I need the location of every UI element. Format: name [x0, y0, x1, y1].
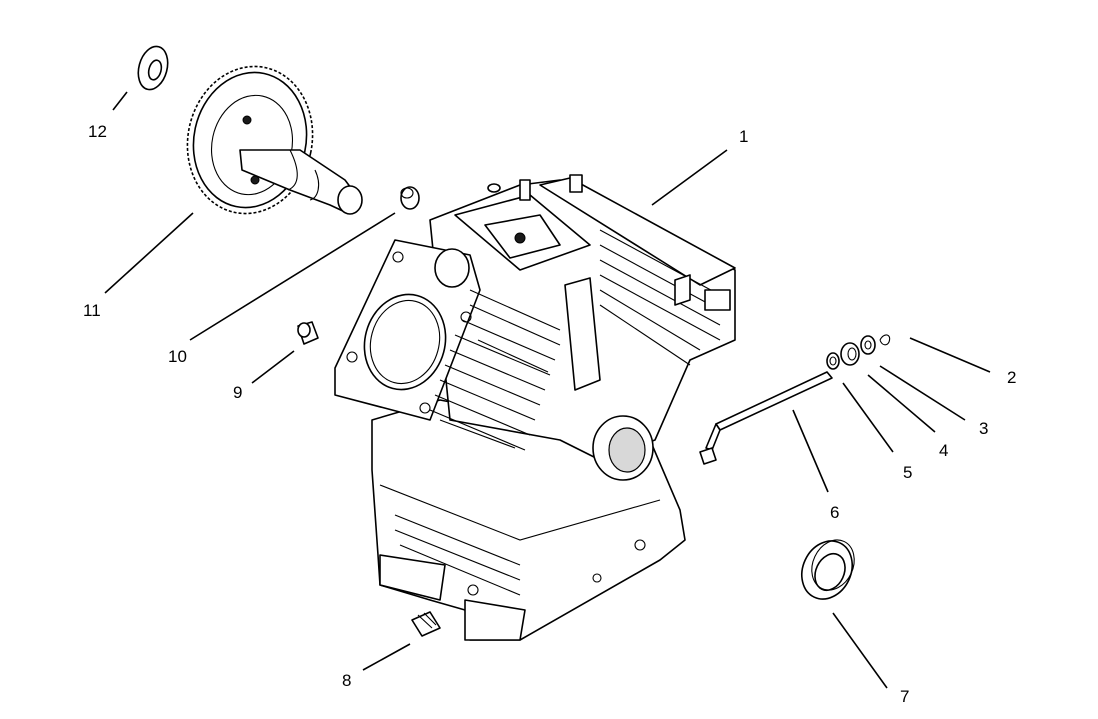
part-6-rod [699, 371, 833, 465]
callout-1: 1 [739, 127, 748, 146]
callout-4: 4 [939, 441, 948, 460]
callout-labels: 1 2 3 4 5 6 7 8 9 10 11 12 [83, 122, 1016, 706]
part-3-washer [860, 335, 876, 355]
leader-line-6 [792, 409, 829, 493]
part-8-drain-plug [411, 611, 441, 637]
part-2-clip [879, 334, 891, 346]
part-10-plug [400, 186, 420, 210]
part-5-washer [826, 352, 840, 370]
leader-line-4 [867, 374, 936, 433]
leader-line-10 [189, 212, 396, 341]
callout-8: 8 [342, 671, 351, 690]
callout-6: 6 [830, 503, 839, 522]
leader-lines [104, 91, 991, 689]
leader-line-9 [251, 350, 295, 384]
leader-line-5 [842, 382, 894, 453]
leader-line-3 [879, 365, 966, 421]
leader-line-2 [909, 337, 991, 373]
callout-5: 5 [903, 463, 912, 482]
part-7-oil-seal [801, 539, 855, 600]
leader-line-12 [112, 91, 128, 111]
leader-line-11 [104, 212, 194, 294]
part-11-camshaft-gear [186, 65, 363, 215]
callout-10: 10 [168, 347, 187, 366]
callout-3: 3 [979, 419, 988, 438]
part-4-bushing [840, 342, 860, 366]
callout-9: 9 [233, 383, 242, 402]
part-1-cylinder-block [334, 174, 736, 641]
callout-12: 12 [88, 122, 107, 141]
callout-11: 11 [83, 301, 101, 320]
leader-line-1 [651, 149, 728, 206]
part-12-washer [137, 45, 169, 91]
leader-line-8 [362, 643, 411, 671]
part-9-dowel-pin [297, 321, 319, 345]
callout-7: 7 [900, 687, 909, 706]
callout-2: 2 [1007, 368, 1016, 387]
leader-line-7 [832, 612, 888, 689]
